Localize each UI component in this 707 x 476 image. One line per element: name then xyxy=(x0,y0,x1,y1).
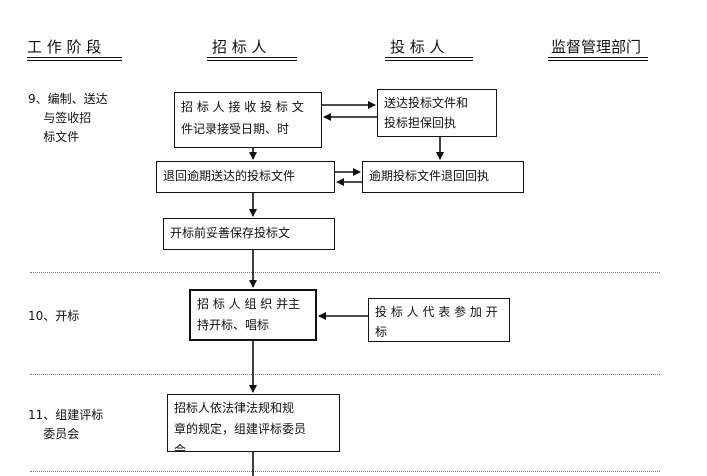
box-receive-bid-documents: 招 标 人 接 收 投 标 文 件记录接受日期、时 xyxy=(174,92,322,148)
box-line: 招 标 人 组 织 并主 xyxy=(197,297,301,311)
box-late-return-receipt: 逾期投标文件退回回执 xyxy=(362,161,524,193)
box-line: 逾期投标文件退回回执 xyxy=(369,169,490,183)
box-line: 件记录接受日期、时 xyxy=(181,122,290,136)
header-supervisor: 监督管理部门 xyxy=(551,38,642,56)
stage-10-label: 10、开标 xyxy=(28,309,80,323)
box-form-committee: 招标人依法律法规和规 章的规定，组建评标委员 会 xyxy=(167,394,340,452)
section-divider xyxy=(30,374,660,375)
box-keep-documents: 开标前妥善保存投标文 xyxy=(163,218,335,250)
box-deliver-bid-documents: 送达投标文件和 投标担保回执 xyxy=(377,89,497,137)
stage-9-label: 9、编制、送达 与签收招 标文件 xyxy=(28,92,108,144)
box-line: 投标担保回执 xyxy=(384,116,457,130)
stage-11-label: 11、组建评标 委员会 xyxy=(28,408,104,441)
box-line: 退回逾期送达的投标文件 xyxy=(163,169,296,183)
header-bidder: 投 标 人 xyxy=(390,38,445,56)
box-line: 持开标、唱标 xyxy=(197,318,270,332)
header-tenderer: 招 标 人 xyxy=(212,38,267,56)
box-organize-opening: 招 标 人 组 织 并主 持开标、唱标 xyxy=(189,289,317,341)
header-supervisor-underline xyxy=(548,57,648,58)
box-bidder-representative: 投 标 人 代 表 参 加 开 标 xyxy=(368,298,510,342)
header-tenderer-underline-2 xyxy=(207,60,297,61)
box-line: 开标前妥善保存投标文 xyxy=(170,226,291,240)
box-line: 标 xyxy=(375,325,388,339)
header-tenderer-underline xyxy=(207,57,297,58)
header-bidder-underline-2 xyxy=(385,60,473,61)
box-line: 送达投标文件和 xyxy=(384,96,469,110)
header-stage-underline xyxy=(27,57,122,58)
box-line: 招标人依法律法规和规 xyxy=(174,401,295,415)
box-line: 投 标 人 代 表 参 加 开 xyxy=(375,305,498,319)
header-bidder-underline xyxy=(385,57,473,58)
box-line: 招 标 人 接 收 投 标 文 xyxy=(181,100,304,114)
box-line: 会 xyxy=(174,443,187,452)
section-divider xyxy=(30,471,660,472)
box-return-late-documents: 退回逾期送达的投标文件 xyxy=(156,161,335,193)
box-line: 章的规定，组建评标委员 xyxy=(174,422,307,436)
header-supervisor-underline-2 xyxy=(548,60,648,61)
header-stage-underline-2 xyxy=(27,60,122,61)
section-divider xyxy=(30,272,660,273)
header-stage: 工 作 阶 段 xyxy=(27,38,102,56)
